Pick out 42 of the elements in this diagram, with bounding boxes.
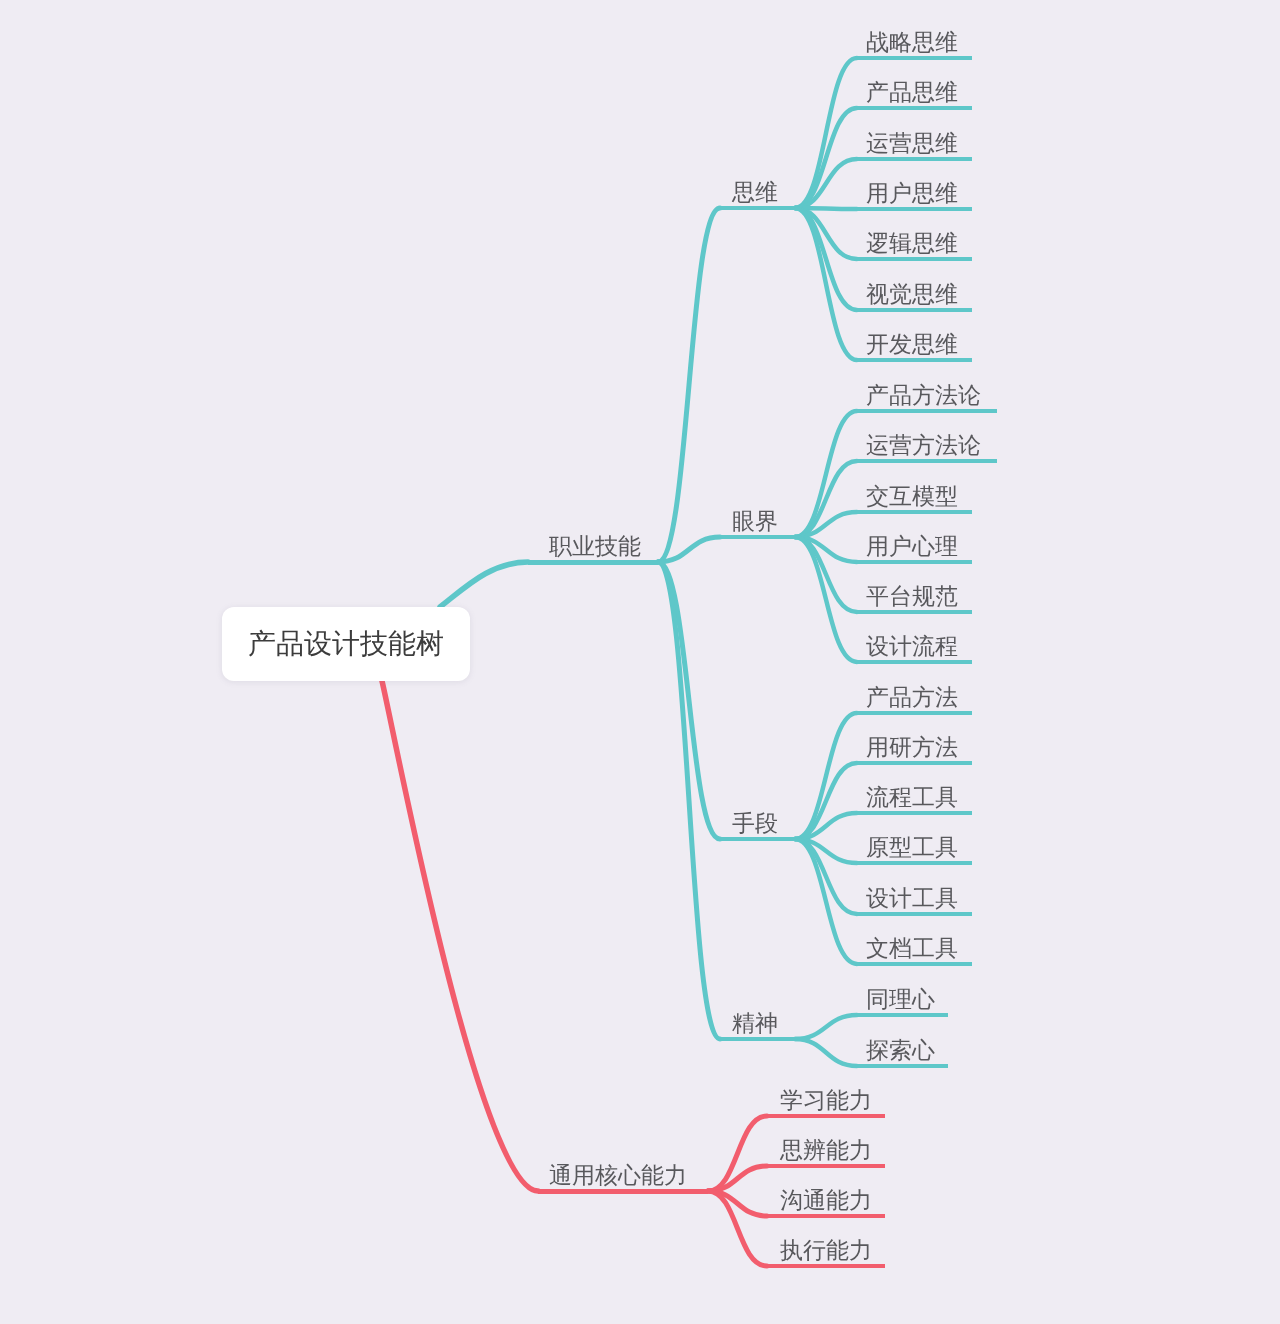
topic-label: 通用核心能力 [538,1160,708,1194]
branch-line [655,534,723,565]
branch-line [792,1036,860,1069]
topic-label: 用户思维 [857,179,972,211]
topic-label: 视觉思维 [857,280,972,312]
topic-label: 开发思维 [857,330,972,362]
topic-label: 产品思维 [857,78,972,110]
topic-label: 用户心理 [857,532,972,564]
topic-label: 文档工具 [857,934,972,966]
topic-label: 沟通能力 [767,1186,885,1218]
topic-label: 同理心 [857,985,948,1017]
topic-label: 运营方法论 [857,431,997,463]
topic-label: 平台规范 [857,582,972,614]
topic-label: 职业技能 [528,531,658,565]
topic-label: 战略思维 [857,28,972,60]
root-topic-box: 产品设计技能树 [222,607,470,681]
topic-label: 交互模型 [857,482,972,514]
topic-label: 用研方法 [857,733,972,765]
topic-label: 学习能力 [767,1086,885,1118]
topic-label: 思辨能力 [767,1136,885,1168]
topic-label: 执行能力 [767,1236,885,1268]
topic-label: 逻辑思维 [857,229,972,261]
topic-label: 眼界 [720,507,795,539]
branch-line [705,1163,770,1194]
topic-label: 设计工具 [857,884,972,916]
topic-label: 精神 [720,1009,795,1041]
branch-line [792,534,860,665]
topic-label: 运营思维 [857,129,972,161]
branch-line [792,836,860,967]
topic-label: 产品方法论 [857,381,997,413]
branch-line [379,678,541,1194]
topic-label: 思维 [720,178,795,210]
topic-label: 产品方法 [857,683,972,715]
branch-line [437,559,531,610]
topic-label: 探索心 [857,1036,948,1068]
branch-line [705,1188,770,1269]
topic-label: 流程工具 [857,783,972,815]
branch-line [792,205,860,363]
branch-line [655,559,723,1042]
topic-label: 设计流程 [857,632,972,664]
topic-label: 手段 [720,809,795,841]
topic-label: 原型工具 [857,833,972,865]
